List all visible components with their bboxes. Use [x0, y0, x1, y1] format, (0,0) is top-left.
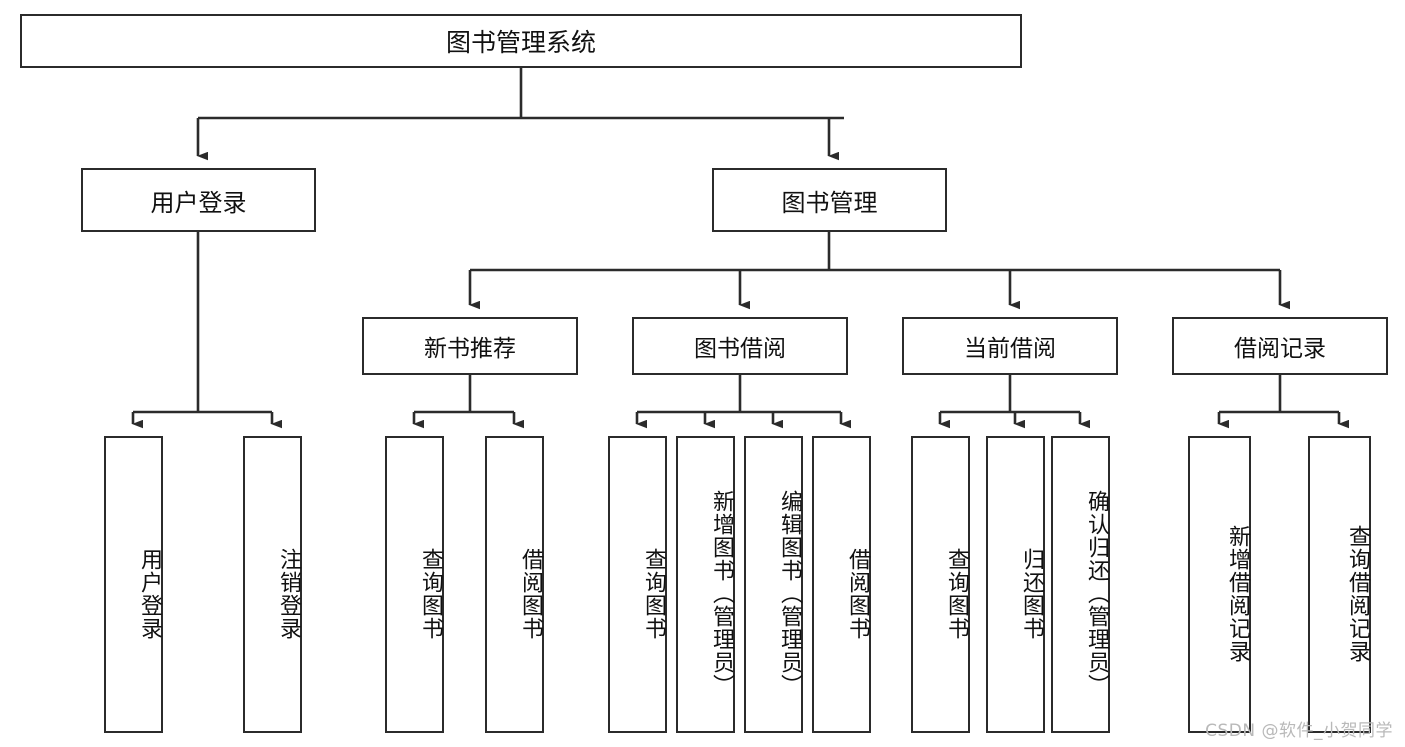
- node-root[interactable]: 图书管理系统: [20, 14, 1022, 68]
- node-leaf-5-label: 新增图书（管理员）: [709, 490, 734, 697]
- node-root-label: 图书管理系统: [445, 28, 596, 57]
- node-leaf-6-label: 编辑图书（管理员）: [777, 490, 802, 697]
- node-level3-book-borrow-label: 图书借阅: [694, 336, 786, 362]
- node-level2-book-management-label: 图书管理: [781, 188, 878, 217]
- node-level3-book-borrow[interactable]: 图书借阅: [632, 317, 848, 375]
- node-leaf-3[interactable]: 借阅图书: [485, 436, 544, 733]
- node-level3-borrow-record[interactable]: 借阅记录: [1172, 317, 1388, 375]
- node-level3-new-book-recommend-label: 新书推荐: [424, 336, 516, 362]
- node-leaf-9-label: 归还图书: [1019, 547, 1044, 640]
- node-leaf-4[interactable]: 查询图书: [608, 436, 667, 733]
- node-level2-user-login[interactable]: 用户登录: [81, 168, 316, 232]
- node-level2-user-login-label: 用户登录: [150, 188, 247, 217]
- csdn-watermark: CSDN @软件_小贺同学: [1205, 721, 1393, 741]
- node-leaf-7-label: 借阅图书: [845, 547, 870, 640]
- node-leaf-2-label: 查询图书: [418, 547, 443, 640]
- node-level3-new-book-recommend[interactable]: 新书推荐: [362, 317, 578, 375]
- node-leaf-0-label: 用户登录: [137, 547, 162, 640]
- node-leaf-2[interactable]: 查询图书: [385, 436, 444, 733]
- node-leaf-5[interactable]: 新增图书（管理员）: [676, 436, 735, 733]
- node-leaf-1-label: 注销登录: [276, 547, 301, 640]
- node-leaf-1[interactable]: 注销登录: [243, 436, 302, 733]
- node-leaf-11-label: 新增借阅记录: [1225, 524, 1250, 663]
- node-leaf-0[interactable]: 用户登录: [104, 436, 163, 733]
- node-leaf-7[interactable]: 借阅图书: [812, 436, 871, 733]
- node-leaf-3-label: 借阅图书: [518, 547, 543, 640]
- node-leaf-10[interactable]: 确认归还（管理员）: [1051, 436, 1110, 733]
- node-leaf-12-label: 查询借阅记录: [1345, 524, 1370, 663]
- node-leaf-4-label: 查询图书: [641, 547, 666, 640]
- node-leaf-12[interactable]: 查询借阅记录: [1308, 436, 1371, 733]
- node-level2-book-management[interactable]: 图书管理: [712, 168, 947, 232]
- node-leaf-10-label: 确认归还（管理员）: [1084, 490, 1109, 697]
- node-level3-current-borrow[interactable]: 当前借阅: [902, 317, 1118, 375]
- node-level3-current-borrow-label: 当前借阅: [964, 336, 1056, 362]
- node-leaf-6[interactable]: 编辑图书（管理员）: [744, 436, 803, 733]
- node-leaf-8[interactable]: 查询图书: [911, 436, 970, 733]
- node-level3-borrow-record-label: 借阅记录: [1234, 336, 1326, 362]
- node-leaf-11[interactable]: 新增借阅记录: [1188, 436, 1251, 733]
- node-leaf-9[interactable]: 归还图书: [986, 436, 1045, 733]
- node-leaf-8-label: 查询图书: [944, 547, 969, 640]
